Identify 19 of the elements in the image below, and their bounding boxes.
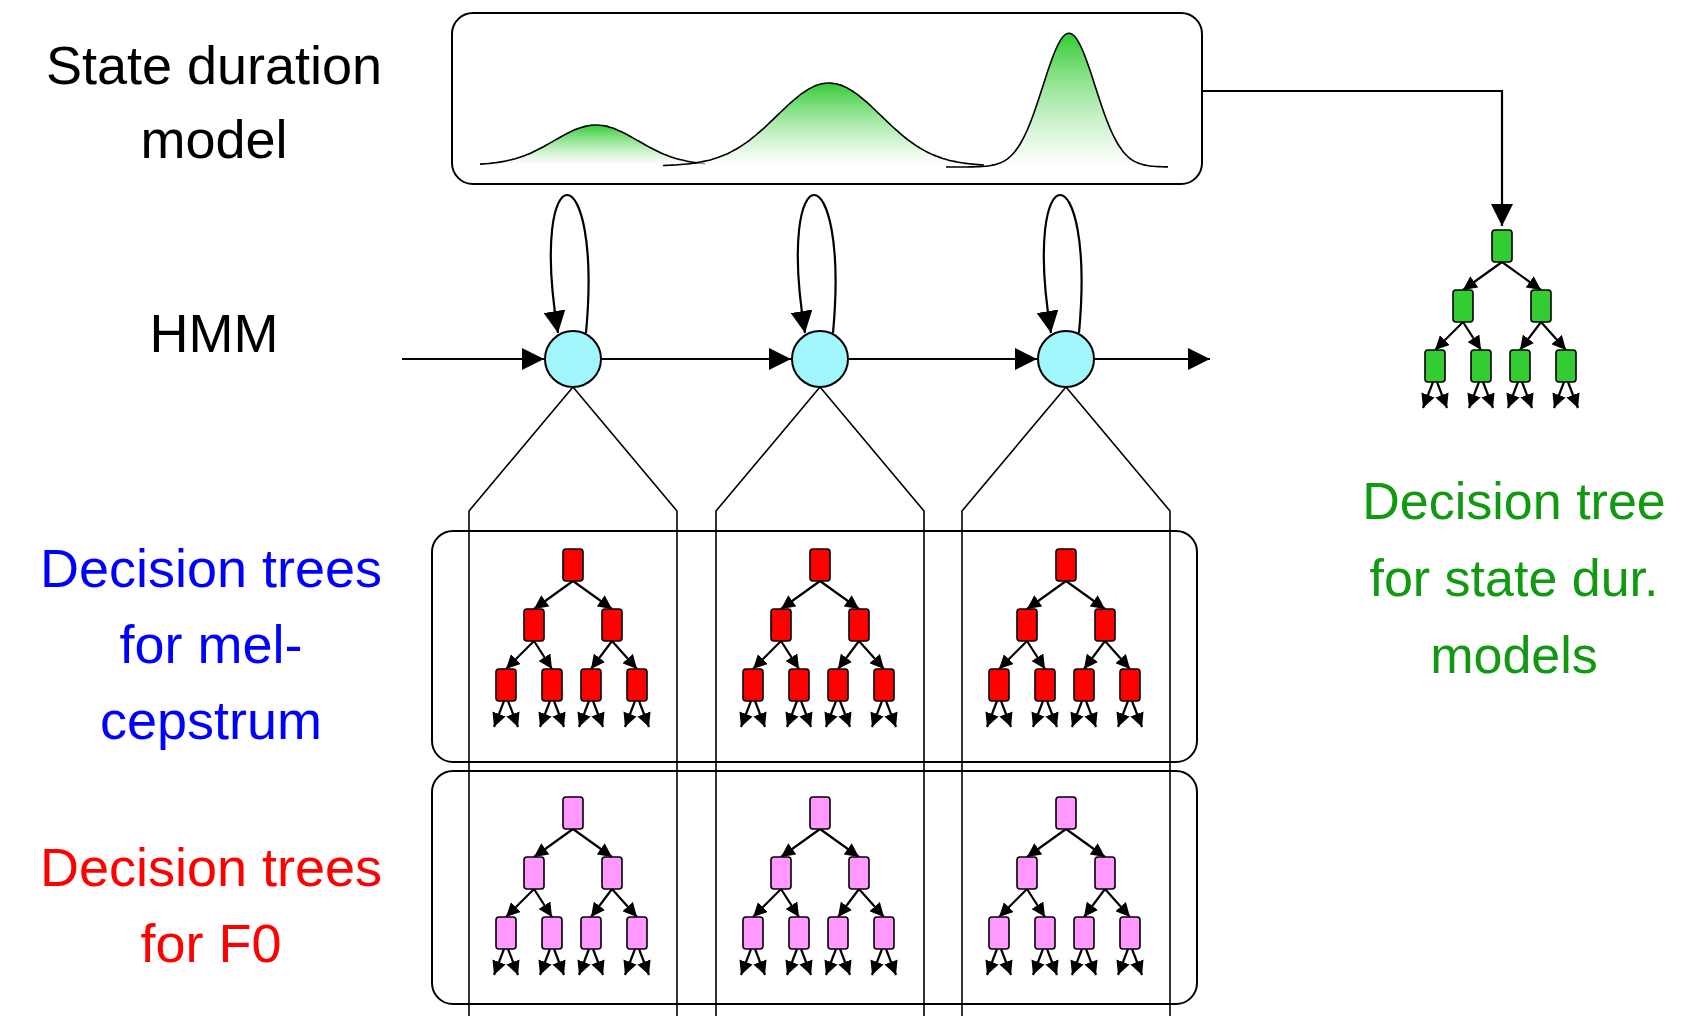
- rounded-panel: [431, 770, 1198, 1005]
- arrow: [1095, 348, 1210, 370]
- label-text: HMM: [148, 302, 280, 365]
- arrow: [1203, 89, 1513, 226]
- self-loop-arrow: [1037, 194, 1083, 334]
- self-loop-arrow: [791, 194, 837, 334]
- arrow: [402, 348, 544, 370]
- arrow: [849, 348, 1037, 370]
- node-caption: Decision trees for F0: [38, 836, 384, 975]
- node-caption: Decision tree for state dur. models: [1361, 471, 1667, 686]
- hmm-state-circle: [791, 330, 849, 388]
- rounded-panel: [431, 530, 1198, 763]
- node-caption: Decision trees for mel-cepstrum: [38, 537, 384, 752]
- hmm-state-circle: [544, 330, 602, 388]
- hmm-state-circle: [1037, 330, 1095, 388]
- arrow: [602, 348, 791, 370]
- self-loop-arrow: [544, 194, 590, 334]
- rounded-panel: [451, 12, 1203, 185]
- node-caption: State duration model: [44, 34, 384, 171]
